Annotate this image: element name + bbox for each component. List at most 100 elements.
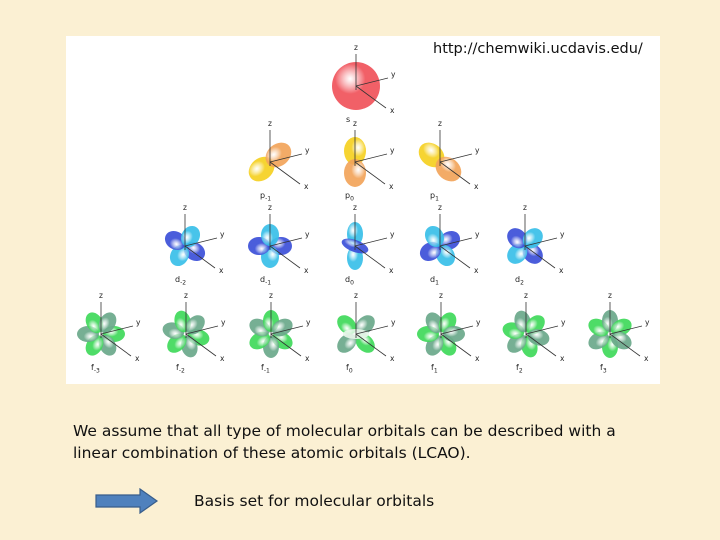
orbital-label: f-1 (261, 363, 270, 375)
orbital-f0: z y x f0 (337, 291, 396, 375)
axis-label-x: x (304, 266, 309, 275)
orbital-lobe (522, 243, 543, 264)
orbital-p-1: z y x p-1 (248, 119, 310, 203)
axis-label-z: z (353, 119, 357, 128)
orbital-label: f1 (431, 363, 438, 375)
orbital-lobe (169, 244, 190, 267)
axis-label-y: y (136, 318, 141, 327)
orbital-lobe (164, 230, 187, 251)
axis-label-z: z (438, 203, 442, 212)
orbital-lobe (185, 315, 205, 335)
axis-label-z: z (184, 291, 188, 300)
axis-label-z: z (268, 119, 272, 128)
axis-label-y: y (560, 230, 565, 239)
basis-set-label: Basis set for molecular orbitals (194, 492, 435, 510)
orbital-lobe (98, 334, 117, 356)
axis-label-y: y (305, 146, 310, 155)
orbital-label: d-1 (260, 275, 271, 287)
axis-label-x: x (559, 266, 564, 275)
orbital-lobe (425, 312, 444, 334)
orbital-diagram: zyxszyxp-1zyxp0zyxp1zyxd-2zyxd-1zyxd0zyx… (77, 43, 650, 375)
orbital-label: f0 (346, 363, 353, 375)
axis-label-y: y (645, 318, 650, 327)
source-url: http://chemwiki.ucdavis.edu/ (433, 41, 643, 57)
orbital-p0: z y x p0 (344, 119, 395, 203)
axis-label-z: z (439, 291, 443, 300)
axis-label-y: y (305, 230, 310, 239)
orbital-lobe (435, 156, 462, 182)
orbital-d2: z y x d2 (507, 203, 565, 287)
orbital-label: p-1 (260, 191, 271, 203)
axis-label-z: z (438, 119, 442, 128)
axis-label-y: y (475, 146, 480, 155)
orbital-f-2: z y x f-2 (162, 291, 226, 375)
orbital-label: p0 (345, 191, 354, 203)
axis-label-x: x (305, 354, 310, 363)
orbital-lobe (610, 318, 632, 337)
axis-label-z: z (269, 291, 273, 300)
orbital-label: d2 (515, 275, 524, 287)
right-arrow-icon (95, 488, 159, 514)
axis-label-x: x (220, 354, 225, 363)
axis-label-x: x (219, 266, 224, 275)
axis-label-x: x (474, 266, 479, 275)
axis-label-x: x (135, 354, 140, 363)
axis-label-x: x (389, 266, 394, 275)
orbital-lobe (610, 331, 632, 350)
orbital-lobe (424, 225, 445, 248)
caption-text: We assume that all type of molecular orb… (73, 422, 616, 462)
orbital-p1: z y x p1 (418, 119, 480, 203)
orbital-lobe (271, 318, 293, 337)
axis-label-y: y (390, 146, 395, 155)
orbital-f1: z y x f1 (417, 291, 481, 375)
axis-label-y: y (476, 318, 481, 327)
orbital-f2: z y x f2 (502, 291, 566, 375)
orbital-f3: z y x f3 (588, 291, 650, 375)
orbital-label: s (346, 115, 350, 124)
axis-label-z: z (353, 203, 357, 212)
orbital-lobe (180, 225, 201, 248)
axis-label-x: x (389, 182, 394, 191)
axis-label-y: y (390, 230, 395, 239)
orbital-lobe (443, 326, 465, 342)
orbital-label: p1 (430, 191, 439, 203)
axis-label-y: y (221, 318, 226, 327)
orbital-label: f3 (600, 363, 607, 375)
orbital-lobe (98, 312, 117, 334)
axis-label-z: z (523, 203, 527, 212)
axis-label-x: x (644, 354, 649, 363)
axis-label-y: y (561, 318, 566, 327)
axis-label-x: x (304, 182, 309, 191)
orbital-label: f-2 (176, 363, 185, 375)
orbital-label: f2 (516, 363, 523, 375)
orbital-lobe (507, 228, 528, 249)
orbital-label: f-3 (91, 363, 100, 375)
axis-label-x: x (560, 354, 565, 363)
orbital-label: d0 (345, 275, 354, 287)
axis-label-x: x (474, 182, 479, 191)
axis-label-z: z (354, 291, 358, 300)
axis-label-y: y (220, 230, 225, 239)
axis-label-x: x (390, 106, 395, 115)
axis-label-z: z (608, 291, 612, 300)
axis-label-x: x (475, 354, 480, 363)
axis-label-z: z (524, 291, 528, 300)
axis-label-z: z (268, 203, 272, 212)
axis-label-y: y (475, 230, 480, 239)
orbital-label: d1 (430, 275, 439, 287)
orbital-lobe (522, 228, 543, 249)
orbital-d0: z y x d0 (341, 203, 395, 287)
orbital-lobe (527, 329, 550, 346)
orbital-d-1: z y x d-1 (248, 203, 310, 287)
axis-label-x: x (390, 354, 395, 363)
orbital-lobe (85, 312, 104, 334)
orbital-lobe (249, 331, 271, 350)
orbital-d1: z y x d1 (419, 203, 480, 287)
axis-label-y: y (391, 318, 396, 327)
orbital-label: d-2 (175, 275, 186, 287)
